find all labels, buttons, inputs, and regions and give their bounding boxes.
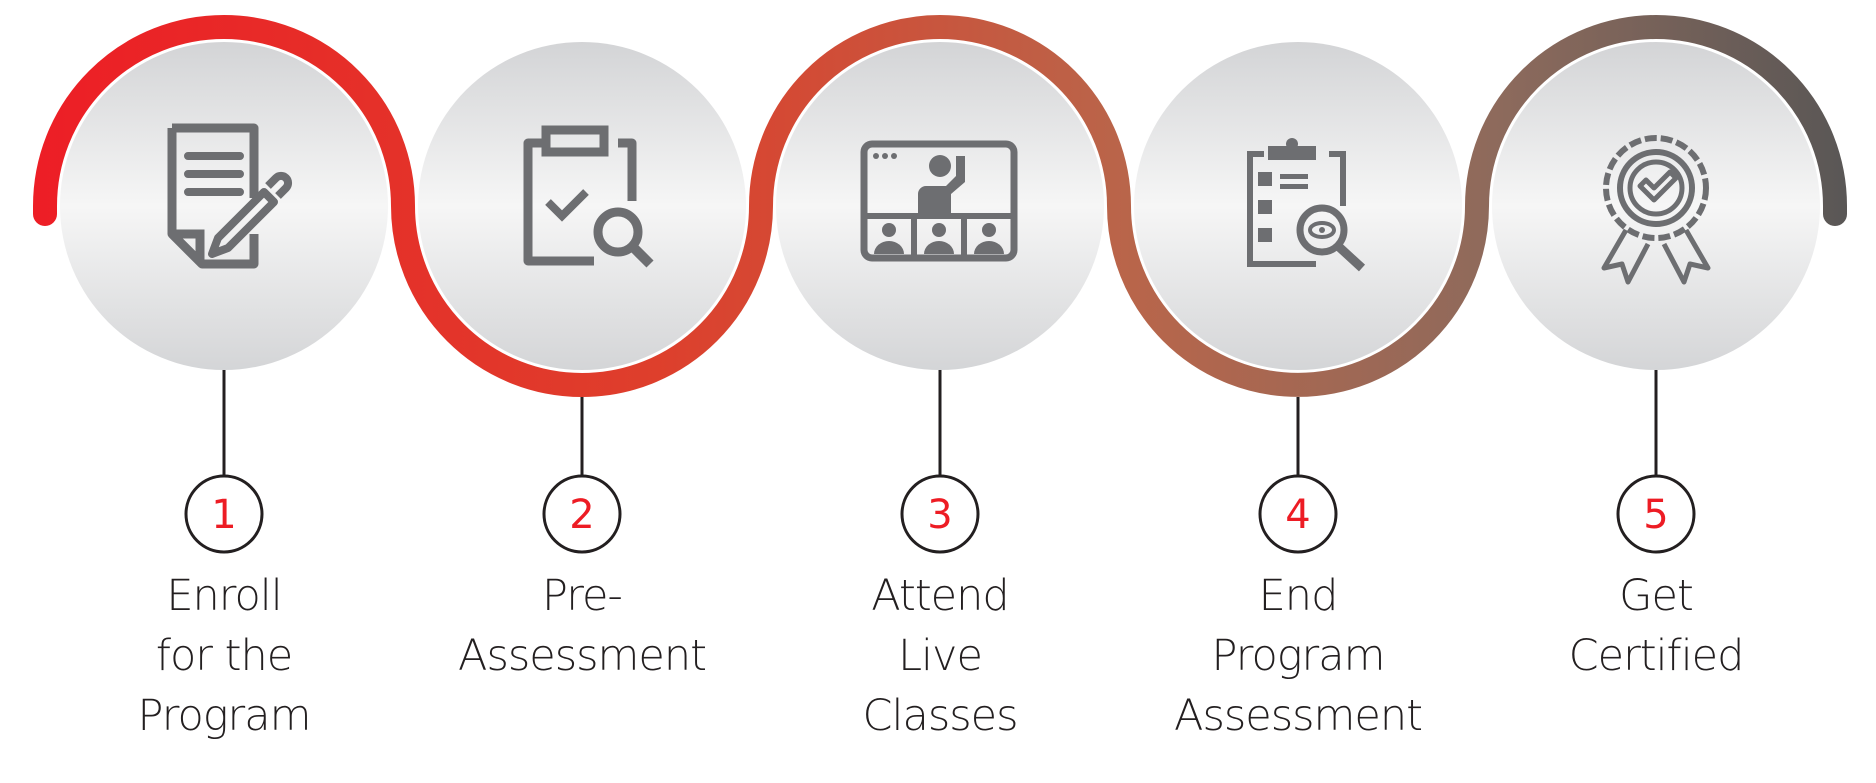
step-label-line: Program <box>137 691 312 741</box>
step-number: 3 <box>927 492 952 538</box>
step-label-line: Pre- <box>542 571 623 621</box>
step-number-circle <box>1616 474 1696 554</box>
step-number-circle <box>184 474 264 554</box>
step-label-line: Assessment <box>458 631 707 681</box>
step-number-circle <box>542 474 622 554</box>
step-label-line: End <box>1258 571 1339 621</box>
step-label-line: Enroll <box>166 571 282 621</box>
step-number-circle <box>900 474 980 554</box>
step-number-circle <box>1258 474 1338 554</box>
step-label: Pre- Assessment <box>422 566 742 686</box>
step-label-line: Get <box>1619 571 1694 621</box>
step-label-line: Certified <box>1568 631 1745 681</box>
step-label-line: for the <box>155 631 293 681</box>
step-label-line: Live <box>898 631 983 681</box>
step-number: 2 <box>569 492 594 538</box>
step-disc <box>1134 42 1462 370</box>
document-pencil-icon <box>167 123 293 269</box>
step-disc <box>1492 42 1820 370</box>
step-label-line: Assessment <box>1174 691 1423 741</box>
clipboard-inspect-icon <box>1247 138 1366 272</box>
step-number: 5 <box>1643 492 1668 538</box>
step-label-line: Attend <box>871 571 1009 621</box>
step-label-line: Program <box>1211 631 1386 681</box>
step-disc <box>60 42 388 370</box>
step-disc <box>418 42 746 370</box>
progress-track <box>33 15 1847 397</box>
step-label-line: Classes <box>862 691 1019 741</box>
step-number: 1 <box>211 492 236 538</box>
clipboard-search-icon <box>523 125 654 268</box>
step-number: 4 <box>1285 492 1310 538</box>
certificate-badge-icon <box>1601 135 1711 285</box>
live-class-video-icon <box>860 140 1018 262</box>
